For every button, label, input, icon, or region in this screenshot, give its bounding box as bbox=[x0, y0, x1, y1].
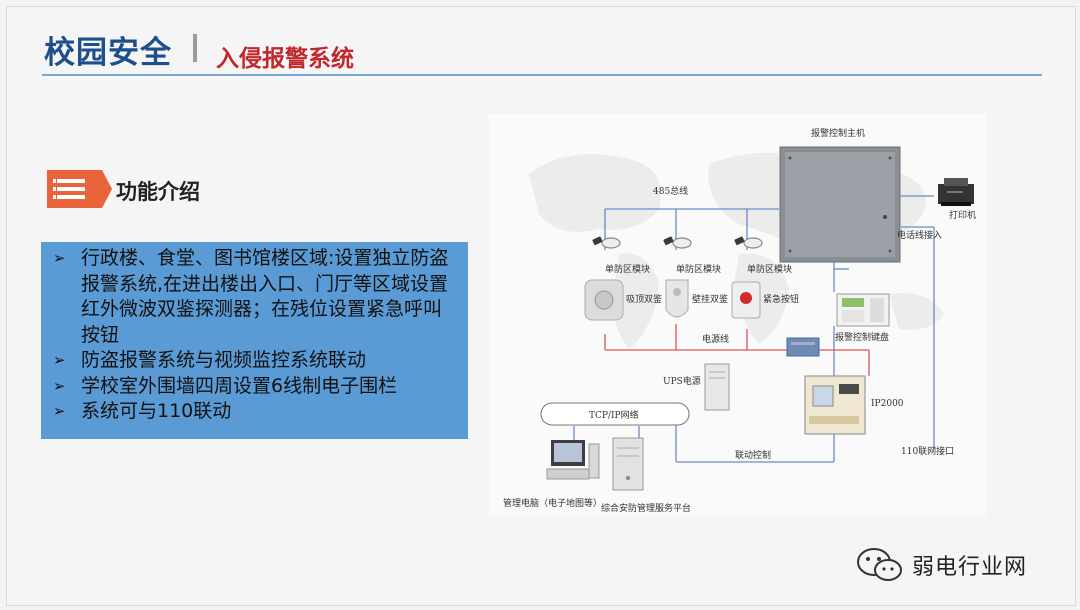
panic-button-icon bbox=[731, 281, 761, 319]
computer-icon bbox=[546, 440, 600, 480]
system-diagram: 报警控制主机 485总线 打印机 电话线接入 单防区模块 单防区模块 单防区模块… bbox=[489, 114, 986, 516]
arrow-bullet-icon: ➢ bbox=[53, 249, 66, 267]
port-label: 110联网接口 bbox=[901, 445, 954, 457]
power-line-label: 电源线 bbox=[702, 333, 729, 345]
ip2000-label: IP2000 bbox=[871, 399, 904, 409]
zone-module-body bbox=[592, 236, 745, 246]
title-divider bbox=[193, 34, 197, 62]
feature-list: ➢行政楼、食堂、图书馆楼区域:设置独立防盗报警系统,在进出楼出入口、门厅等区域设… bbox=[41, 242, 468, 439]
list-item: ➢防盗报警系统与视频监控系统联动 bbox=[53, 348, 460, 374]
host-label: 报警控制主机 bbox=[811, 127, 865, 139]
section-arrow bbox=[102, 170, 112, 208]
alarm-host-icon bbox=[779, 146, 901, 263]
link-label: 联动控制 bbox=[735, 449, 771, 461]
title-underline bbox=[42, 74, 1042, 76]
zone-label: 单防区模块 bbox=[747, 263, 792, 275]
page-subtitle: 入侵报警系统 bbox=[216, 46, 354, 72]
zone-label: 单防区模块 bbox=[605, 263, 650, 275]
ip2000-board-icon bbox=[804, 375, 866, 435]
bus-label: 485总线 bbox=[653, 185, 688, 197]
list-item: ➢行政楼、食堂、图书馆楼区域:设置独立防盗报警系统,在进出楼出入口、门厅等区域设… bbox=[53, 247, 449, 346]
ups-label: UPS电源 bbox=[663, 375, 701, 387]
watermark-text: 弱电行业网 bbox=[912, 555, 1028, 580]
pc-label: 管理电脑（电子地图等） bbox=[503, 497, 602, 509]
page-title: 校园安全 bbox=[44, 35, 172, 71]
printer-icon bbox=[938, 178, 974, 206]
detector-label: 紧急按钮 bbox=[763, 293, 799, 305]
ceiling-detector-icon bbox=[584, 279, 624, 321]
zone-label: 单防区模块 bbox=[676, 263, 721, 275]
keypad-label: 报警控制键盘 bbox=[835, 331, 889, 343]
list-item: ➢学校室外围墙四周设置6线制电子围栏 bbox=[53, 374, 460, 400]
zone-module-icon bbox=[601, 237, 763, 249]
bus-lines bbox=[573, 195, 935, 463]
printer-label: 打印机 bbox=[949, 209, 976, 221]
detector-label: 壁挂双鉴 bbox=[692, 293, 728, 305]
arrow-bullet-icon: ➢ bbox=[53, 376, 66, 395]
list-icon bbox=[47, 170, 102, 208]
network-label: TCP/IP网络 bbox=[589, 409, 639, 421]
list-item: ➢系统可与110联动 bbox=[53, 399, 460, 425]
keypad-icon bbox=[836, 293, 890, 327]
server-icon bbox=[612, 437, 644, 491]
section-title: 功能介绍 bbox=[116, 180, 200, 204]
wechat-icon bbox=[857, 548, 902, 581]
power-lines bbox=[604, 324, 870, 376]
server-label: 综合安防管理服务平台 bbox=[601, 502, 691, 514]
arrow-bullet-icon: ➢ bbox=[53, 351, 66, 369]
wall-detector-icon bbox=[665, 279, 689, 318]
arrow-bullet-icon: ➢ bbox=[53, 402, 66, 420]
ups-icon bbox=[704, 363, 730, 411]
phone-label: 电话线接入 bbox=[897, 229, 942, 241]
network-cloud-icon bbox=[540, 402, 690, 426]
detector-label: 吸顶双鉴 bbox=[626, 293, 662, 305]
power-supply-icon bbox=[786, 337, 820, 357]
